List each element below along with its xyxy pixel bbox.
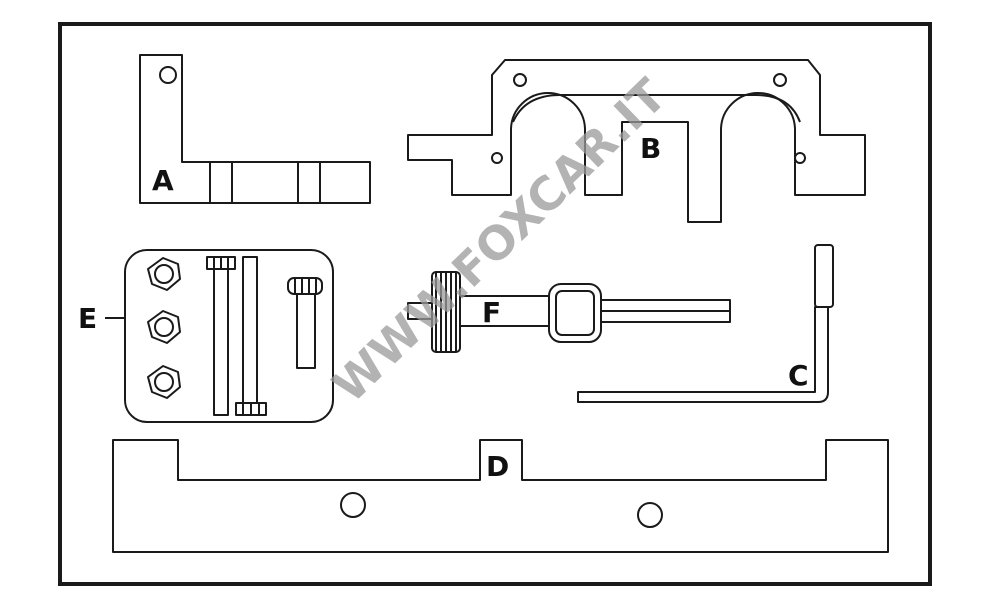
tool-e-bolt-set: E bbox=[78, 249, 334, 423]
label-a: A bbox=[152, 164, 174, 197]
label-c: C bbox=[788, 359, 809, 392]
tool-c-pin-wrench: C bbox=[577, 244, 834, 403]
hex-nut-2 bbox=[147, 310, 181, 344]
label-b: B bbox=[640, 132, 661, 165]
tool-b-camshaft-plate: B bbox=[407, 59, 866, 223]
hex-nut-3 bbox=[147, 365, 181, 399]
tool-d-flat-bar: D bbox=[112, 439, 889, 553]
label-f: F bbox=[482, 296, 501, 329]
knurl-lines bbox=[435, 272, 457, 352]
label-e: E bbox=[78, 302, 97, 335]
diagram-frame bbox=[58, 22, 932, 586]
hex-nut-1 bbox=[147, 257, 181, 291]
tool-a-bracket: A bbox=[139, 54, 371, 204]
label-d: D bbox=[486, 450, 509, 483]
tool-f-tensioner: F bbox=[407, 271, 731, 353]
